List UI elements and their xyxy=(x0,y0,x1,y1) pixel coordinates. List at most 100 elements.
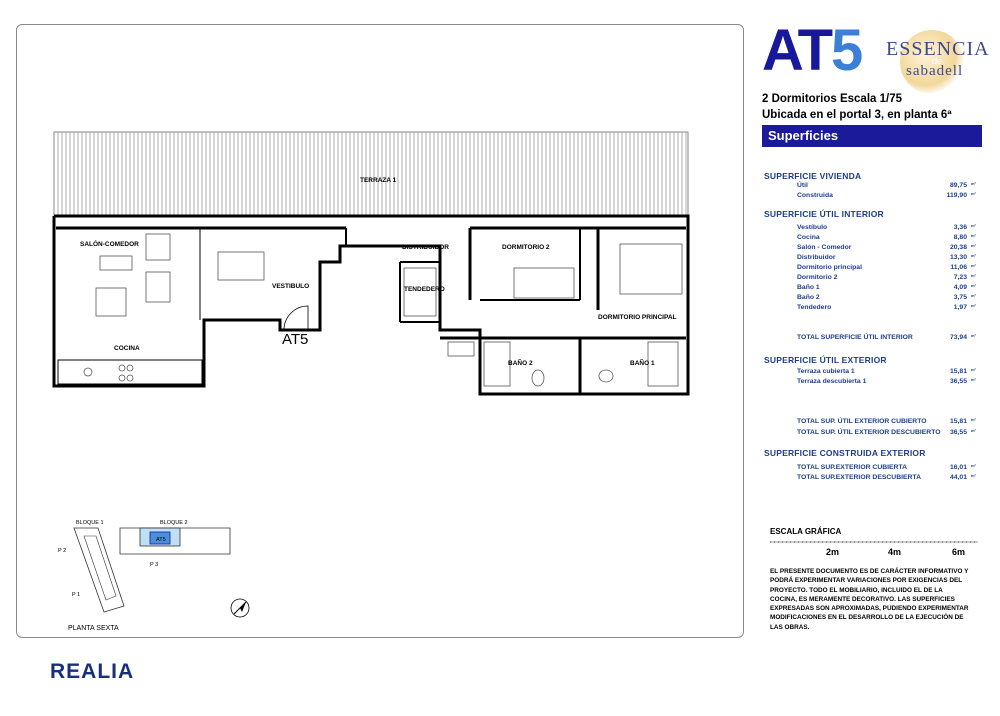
row-label: TOTAL SUP. ÚTIL EXTERIOR CUBIERTO xyxy=(797,418,927,425)
row-value: 8,80 xyxy=(953,234,967,241)
row-unit: m² xyxy=(971,303,976,308)
outer-wall xyxy=(52,214,690,396)
floor-plan: TERRAZA 1 xyxy=(52,131,690,632)
row-label: Terraza descubierta 1 xyxy=(797,378,867,385)
room-dormitorio-principal: DORMITORIO PRINCIPAL xyxy=(598,314,677,321)
keyplan-floor: PLANTA SEXTA xyxy=(68,625,119,632)
room-bano2: BAÑO 2 xyxy=(508,358,533,367)
row-label: TOTAL SUP.EXTERIOR DESCUBIERTA xyxy=(797,474,921,481)
room-salon: SALÓN-COMEDOR xyxy=(80,239,139,248)
interior-row: Distribuidor 13,30 m² xyxy=(797,253,976,261)
room-bano1: BAÑO 1 xyxy=(630,358,655,367)
brand-de: de xyxy=(932,56,943,66)
total-util-interior: TOTAL SUPERFICIE ÚTIL INTERIOR 73,94 m² xyxy=(797,333,976,341)
exterior-row: Terraza descubierta 1 36,55 m² xyxy=(797,377,976,385)
row-unit: m² xyxy=(971,253,976,258)
row-value: 20,38 xyxy=(949,244,967,251)
row-value: 89,75 xyxy=(949,182,967,189)
terrace-label: TERRAZA 1 xyxy=(360,177,397,184)
row-label: Distribuidor xyxy=(797,254,836,261)
brand-name: ESSENCIA xyxy=(886,38,990,60)
row-unit: m² xyxy=(971,191,976,196)
plan-frame xyxy=(16,24,744,638)
row-unit: m² xyxy=(971,223,976,228)
row-unit: m² xyxy=(971,428,976,433)
interior-row: Dormitorio 2 7,23 m² xyxy=(797,273,976,281)
row-value: 16,01 xyxy=(949,464,967,471)
row-unit: m² xyxy=(971,273,976,278)
row-unit: m² xyxy=(971,283,976,288)
construida-total: TOTAL SUP.EXTERIOR CUBIERTA 16,01 m² xyxy=(797,463,976,471)
construida-total: TOTAL SUP.EXTERIOR DESCUBIERTA 44,01 m² xyxy=(797,473,976,481)
row-value: 3,36 xyxy=(953,224,967,231)
section-construida-exterior: SUPERFICIE CONSTRUIDA EXTERIOR xyxy=(764,448,926,458)
room-tendedero: TENDEDERO xyxy=(404,286,445,293)
interior-row: Salón - Comedor 20,38 m² xyxy=(797,243,976,251)
row-label: TOTAL SUP.EXTERIOR CUBIERTA xyxy=(797,464,908,471)
key-plan xyxy=(73,527,231,613)
row-value: 36,55 xyxy=(949,378,967,385)
unit-summary: 2 Dormitorios Escala 1/75 xyxy=(762,93,902,105)
row-unit: m² xyxy=(971,473,976,478)
row-label: Vestíbulo xyxy=(797,224,828,231)
unit-tag: AT5 xyxy=(282,331,308,348)
row-label: Dormitorio 2 xyxy=(797,274,838,281)
row-value: 4,09 xyxy=(953,284,967,291)
row-value: 15,81 xyxy=(949,368,967,375)
keyplan-unit: AT5 xyxy=(156,537,166,543)
row-label: Cocina xyxy=(797,234,820,241)
scale-tick: 6m xyxy=(952,547,965,557)
row-unit: m² xyxy=(971,233,976,238)
brand-seal xyxy=(900,30,964,94)
interior-row: Cocina 8,80 m² xyxy=(797,233,976,241)
row-unit: m² xyxy=(971,243,976,248)
row-value: 7,23 xyxy=(953,274,967,281)
row-value: 13,30 xyxy=(949,254,967,261)
row-label: Construida xyxy=(797,192,833,199)
room-dormitorio2: DORMITORIO 2 xyxy=(502,244,550,251)
entrance-door xyxy=(283,305,309,331)
unit-location: Ubicada en el portal 3, en planta 6ª xyxy=(762,109,952,121)
keyplan-bloque1: BLOQUE 1 xyxy=(76,520,104,526)
exterior-total: TOTAL SUP. ÚTIL EXTERIOR DESCUBIERTO 36,5… xyxy=(797,428,976,436)
keyplan-p3: P 3 xyxy=(150,562,158,568)
section-vivienda: SUPERFICIE VIVIENDA xyxy=(764,171,862,181)
interior-row: Vestíbulo 3,36 m² xyxy=(797,223,976,231)
row-value: 1,97 xyxy=(953,304,967,311)
room-distribuidor: DISTRIBUIDOR xyxy=(402,244,449,251)
superficies-header: Superficies xyxy=(762,125,982,147)
terrace-area xyxy=(53,131,689,217)
row-label: Salón - Comedor xyxy=(797,244,852,251)
scale-bar: 2m 4m 6m xyxy=(770,541,978,557)
vivienda-row: Útil 89,75 m² xyxy=(797,181,976,189)
row-label: Dormitorio principal xyxy=(797,264,862,271)
room-cocina: COCINA xyxy=(114,345,140,352)
scale-tick: 4m xyxy=(888,547,901,557)
section-util-interior: SUPERFICIE ÚTIL INTERIOR xyxy=(764,209,884,219)
section-util-exterior: SUPERFICIE ÚTIL EXTERIOR xyxy=(764,355,887,365)
scale-tick: 2m xyxy=(826,547,839,557)
row-label: TOTAL SUP. ÚTIL EXTERIOR DESCUBIERTO xyxy=(797,429,941,436)
unit-code: AT5 xyxy=(762,18,863,83)
row-unit: m² xyxy=(971,463,976,468)
disclaimer: EL PRESENTE DOCUMENTO ES DE CARÁCTER INF… xyxy=(770,568,969,631)
north-arrow-icon xyxy=(230,598,250,618)
keyplan-bloque2: BLOQUE 2 xyxy=(160,520,188,526)
row-unit: m² xyxy=(971,263,976,268)
row-label: Útil xyxy=(797,182,808,189)
realia-logo: REALIA xyxy=(50,660,135,683)
row-unit: m² xyxy=(971,417,976,422)
row-value: 36,55 xyxy=(949,429,967,436)
row-unit: m² xyxy=(971,181,976,186)
row-label: Terraza cubierta 1 xyxy=(797,368,855,375)
brand-city: sabadell xyxy=(906,63,964,79)
row-label: Baño 2 xyxy=(797,294,820,301)
row-unit: m² xyxy=(971,377,976,382)
row-value: 44,01 xyxy=(949,474,967,481)
